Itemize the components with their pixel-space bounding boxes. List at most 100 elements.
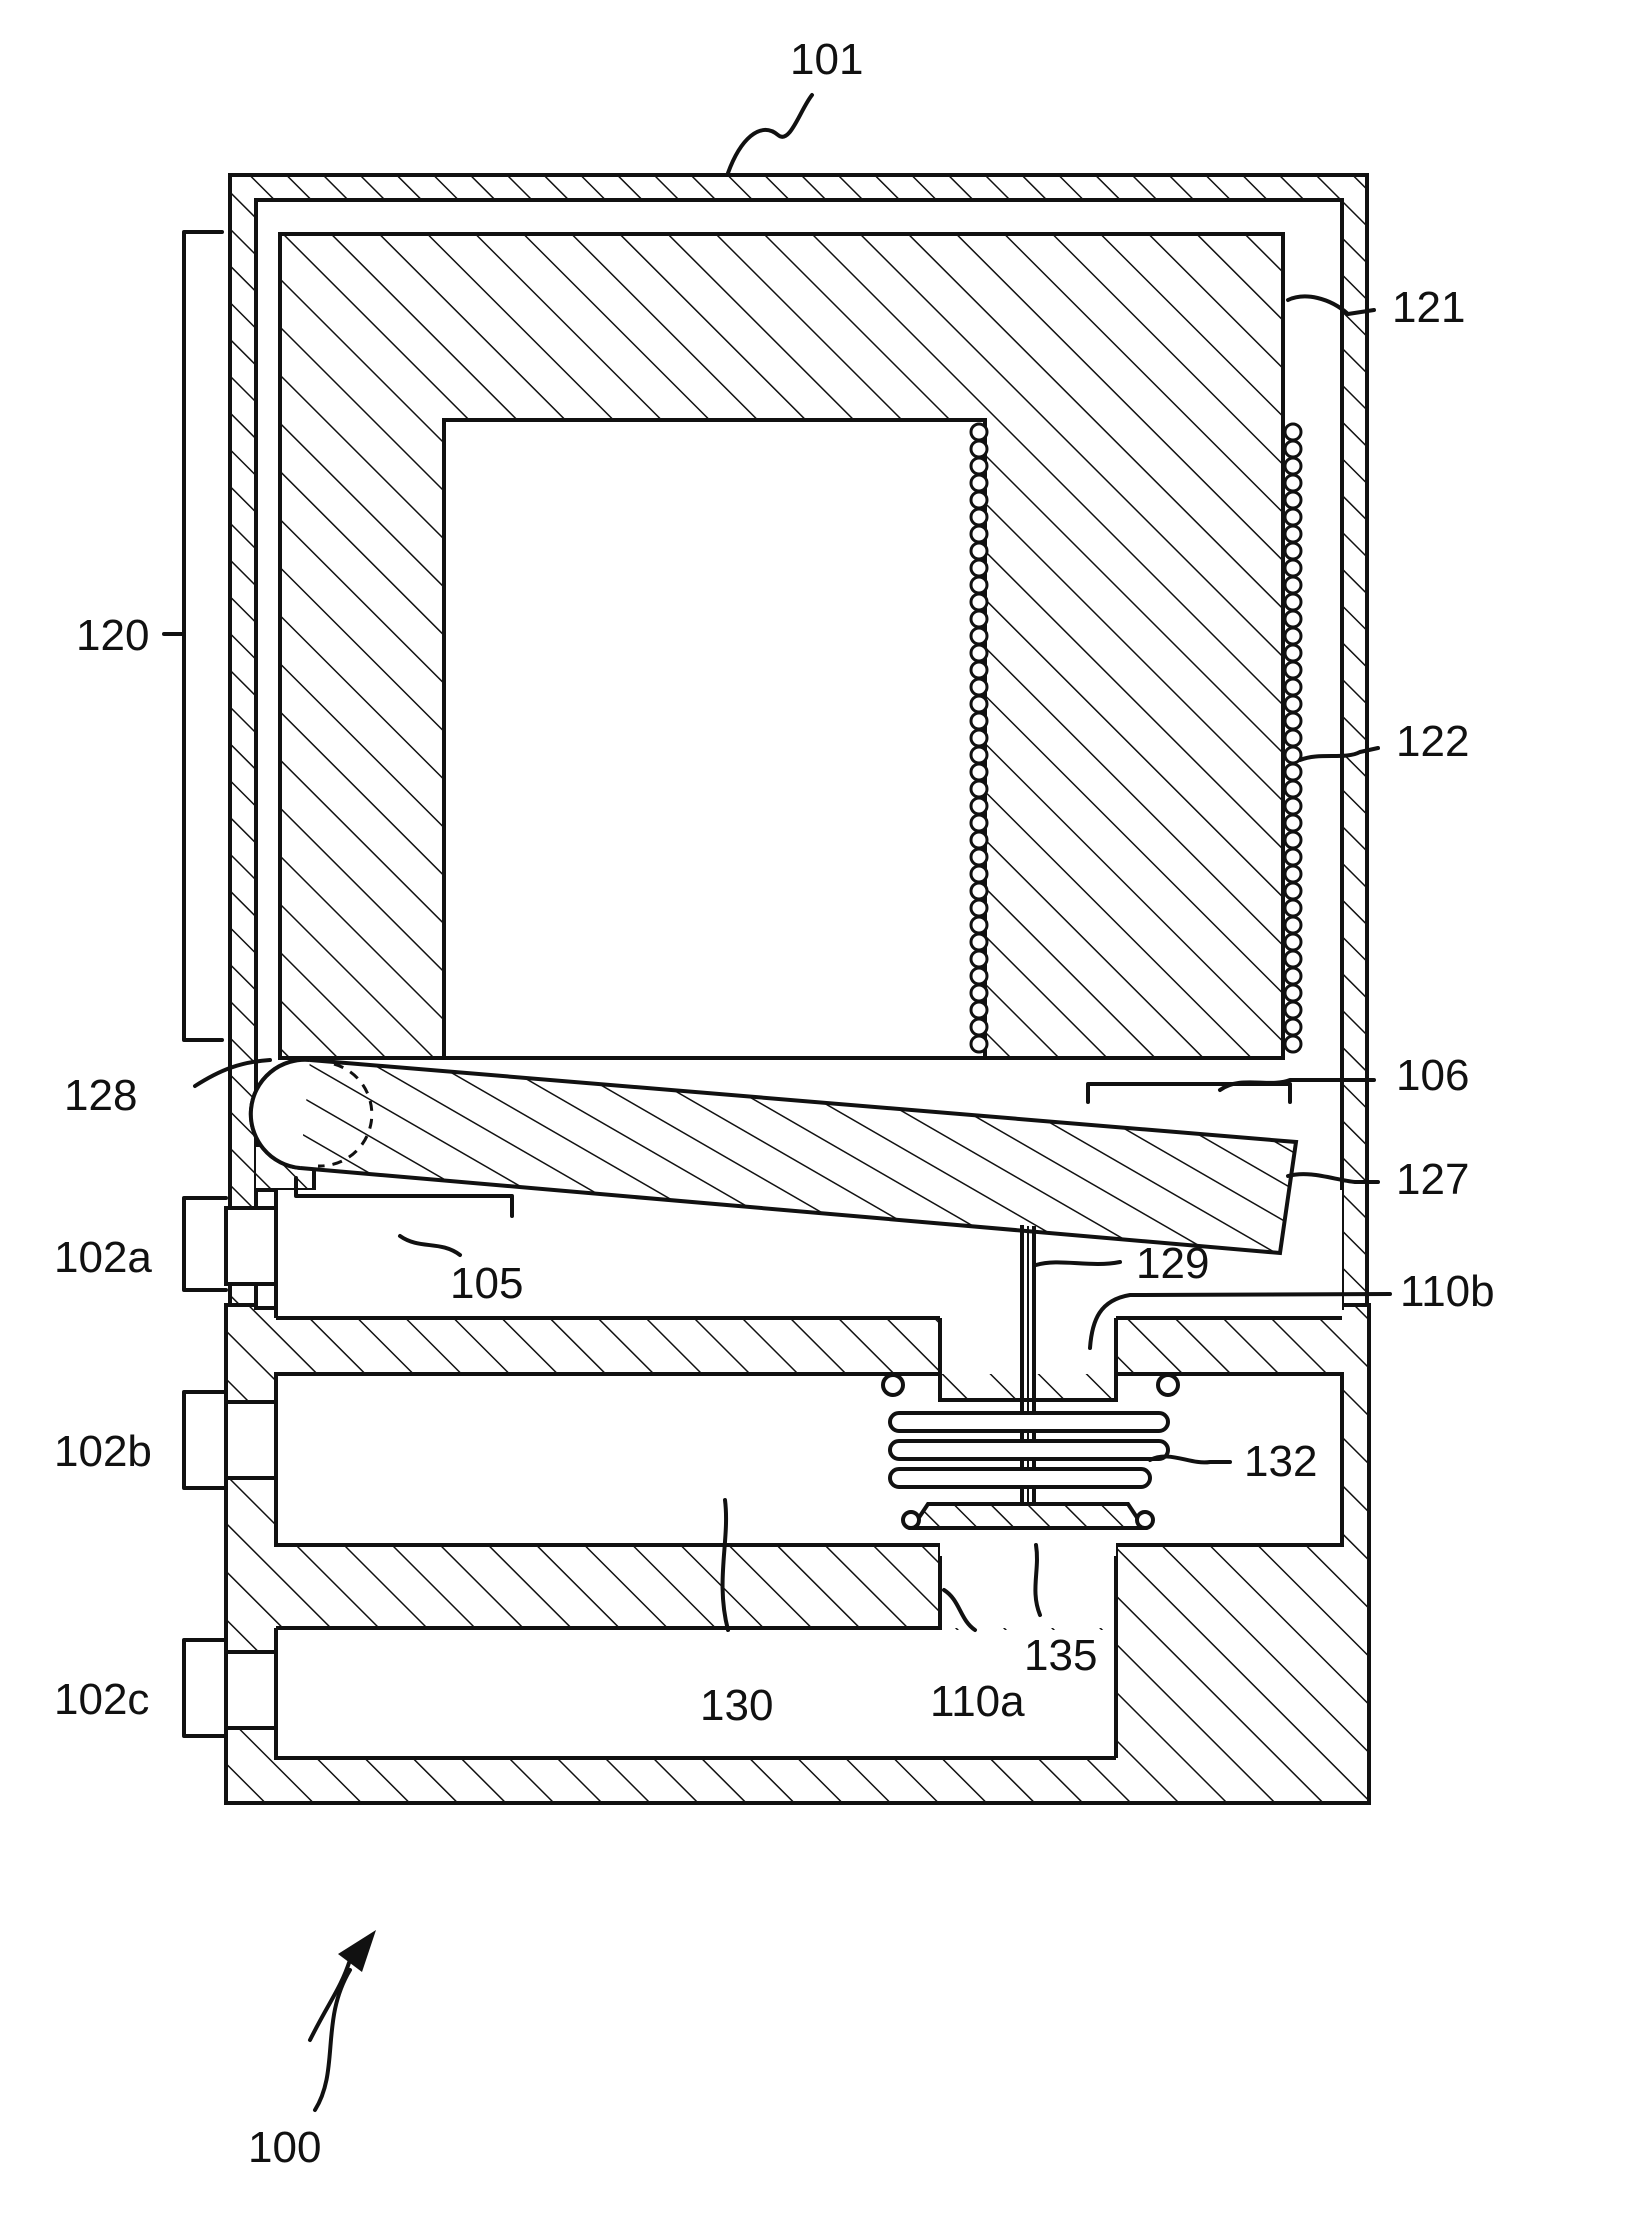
- coil-left-turn-7: [971, 543, 987, 559]
- label-129: 129: [1136, 1239, 1209, 1288]
- terminal-102c: [184, 1640, 276, 1736]
- coil-left-turn-27: [971, 883, 987, 899]
- coil-right-turn-10: [1285, 594, 1301, 610]
- coil-left-turn-20: [971, 764, 987, 780]
- coil-right-turn-29: [1285, 917, 1301, 933]
- coil-left-turn-1: [971, 441, 987, 457]
- coil-right-turn-26: [1285, 866, 1301, 882]
- label-110b: 110b: [1400, 1267, 1495, 1316]
- label-127: 127: [1396, 1155, 1469, 1204]
- label-105: 105: [450, 1259, 523, 1308]
- coil-right-turn-30: [1285, 934, 1301, 950]
- coil-left-turn-26: [971, 866, 987, 882]
- coil-left-turn-18: [971, 730, 987, 746]
- coil-right-turn-6: [1285, 526, 1301, 542]
- spring-end-1: [1158, 1375, 1178, 1395]
- coil-left-turn-34: [971, 1002, 987, 1018]
- coil-left-turn-4: [971, 492, 987, 508]
- coil-left-turn-11: [971, 611, 987, 627]
- coil-right-turn-13: [1285, 645, 1301, 661]
- coil-right-turn-24: [1285, 832, 1301, 848]
- coil-left-turn-36: [971, 1036, 987, 1052]
- coil-left-turn-5: [971, 509, 987, 525]
- coil-right-turn-4: [1285, 492, 1301, 508]
- coil-right-turn-5: [1285, 509, 1301, 525]
- coil-left-turn-3: [971, 475, 987, 491]
- coil-left-turn-19: [971, 747, 987, 763]
- coil-left-turn-13: [971, 645, 987, 661]
- coil-left-turn-23: [971, 815, 987, 831]
- coil-right-turn-33: [1285, 985, 1301, 1001]
- coil-left-turn-32: [971, 968, 987, 984]
- coil-right-turn-21: [1285, 781, 1301, 797]
- label-130: 130: [700, 1681, 773, 1730]
- coil-right-turn-31: [1285, 951, 1301, 967]
- terminal-102b: [184, 1392, 276, 1488]
- coil-right-turn-20: [1285, 764, 1301, 780]
- spring-turn-0: [890, 1413, 1168, 1431]
- spring-turn-2: [890, 1469, 1150, 1487]
- label-135: 135: [1024, 1631, 1097, 1680]
- terminal-102a: [184, 1198, 276, 1290]
- coil-right-turn-28: [1285, 900, 1301, 916]
- coil-right-turn-3: [1285, 475, 1301, 491]
- coil-left-turn-35: [971, 1019, 987, 1035]
- coil-right-turn-25: [1285, 849, 1301, 865]
- label-101: 101: [790, 35, 863, 84]
- coil-right-turn-1: [1285, 441, 1301, 457]
- label-110a: 110a: [930, 1677, 1025, 1726]
- reference-arrow-head: [338, 1930, 376, 1972]
- coil-right-turn-16: [1285, 696, 1301, 712]
- coil-right-turn-32: [1285, 968, 1301, 984]
- coil-right-turn-15: [1285, 679, 1301, 695]
- coil-left-turn-9: [971, 577, 987, 593]
- core-121: [280, 234, 1283, 1058]
- coil-left-turn-31: [971, 951, 987, 967]
- coil-left-turn-21: [971, 781, 987, 797]
- coil-left-turn-15: [971, 679, 987, 695]
- coil-left-turn-10: [971, 594, 987, 610]
- label-106: 106: [1396, 1051, 1469, 1100]
- coil-122-left-winding: [971, 424, 987, 1052]
- coil-left-turn-8: [971, 560, 987, 576]
- coil-right-turn-35: [1285, 1019, 1301, 1035]
- coil-left-turn-2: [971, 458, 987, 474]
- coil-left-turn-28: [971, 900, 987, 916]
- coil-122-right-winding: [1285, 424, 1301, 1052]
- coil-left-turn-14: [971, 662, 987, 678]
- spring-end-0: [883, 1375, 903, 1395]
- bracket-120: [184, 232, 222, 1040]
- label-132: 132: [1244, 1437, 1317, 1486]
- label-102b: 102b: [54, 1427, 152, 1476]
- coil-left-turn-22: [971, 798, 987, 814]
- coil-right-turn-23: [1285, 815, 1301, 831]
- valve-seat-135: [903, 1504, 1153, 1528]
- coil-left-turn-17: [971, 713, 987, 729]
- coil-right-turn-17: [1285, 713, 1301, 729]
- label-102c: 102c: [54, 1675, 149, 1724]
- coil-left-turn-29: [971, 917, 987, 933]
- coil-right-turn-34: [1285, 1002, 1301, 1018]
- coil-right-turn-18: [1285, 730, 1301, 746]
- label-121: 121: [1392, 283, 1465, 332]
- coil-left-turn-0: [971, 424, 987, 440]
- coil-right-turn-0: [1285, 424, 1301, 440]
- coil-right-turn-12: [1285, 628, 1301, 644]
- coil-left-turn-16: [971, 696, 987, 712]
- core-window: [444, 420, 985, 1058]
- coil-right-turn-7: [1285, 543, 1301, 559]
- coil-right-turn-36: [1285, 1036, 1301, 1052]
- coil-right-turn-8: [1285, 560, 1301, 576]
- label-128: 128: [64, 1071, 137, 1120]
- coil-left-turn-33: [971, 985, 987, 1001]
- spring-turn-1: [890, 1441, 1168, 1459]
- label-102a: 102a: [54, 1233, 152, 1282]
- label-122: 122: [1396, 717, 1469, 766]
- coil-left-turn-30: [971, 934, 987, 950]
- coil-right-turn-9: [1285, 577, 1301, 593]
- coil-left-turn-25: [971, 849, 987, 865]
- coil-left-turn-12: [971, 628, 987, 644]
- coil-right-turn-27: [1285, 883, 1301, 899]
- figure-reference-numeral: 100: [248, 2123, 321, 2172]
